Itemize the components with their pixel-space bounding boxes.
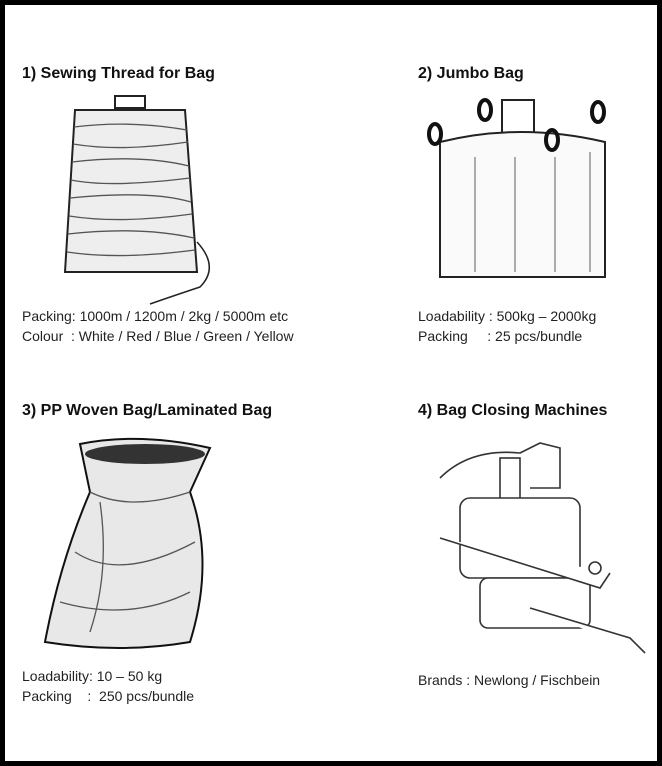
- spec-packing: Packing : 250 pcs/bundle: [22, 688, 194, 704]
- spec-packing: Packing : 25 pcs/bundle: [418, 328, 583, 344]
- thread-spool-image: [63, 95, 210, 305]
- pp-woven-bag-specs: Loadability: 10 – 50 kg Packing : 250 pcs…: [22, 666, 194, 706]
- spec-loadability: Loadability : 500kg – 2000kg: [418, 308, 597, 324]
- jumbo-bag-image: [427, 98, 606, 278]
- product-title-jumbo-bag: 2) Jumbo Bag: [418, 65, 524, 82]
- bag-closing-machine-specs: Brands : Newlong / Fischbein: [418, 670, 600, 690]
- pp-woven-bag-image: [43, 437, 212, 649]
- product-title-sewing-thread: 1) Sewing Thread for Bag: [22, 65, 215, 82]
- product-title-pp-woven-bag: 3) PP Woven Bag/Laminated Bag: [22, 402, 273, 419]
- spec-colour: Colour : White / Red / Blue / Green / Ye…: [22, 328, 294, 344]
- spec-packing: Packing: 1000m / 1200m / 2kg / 5000m etc: [22, 308, 289, 324]
- product-title-bag-closing-machines: 4) Bag Closing Machines: [418, 402, 608, 419]
- bag-closing-machine-image: [439, 442, 646, 654]
- sewing-thread-specs: Packing: 1000m / 1200m / 2kg / 5000m etc…: [22, 306, 294, 346]
- spec-brands: Brands : Newlong / Fischbein: [418, 672, 601, 688]
- spec-loadability: Loadability: 10 – 50 kg: [22, 668, 163, 684]
